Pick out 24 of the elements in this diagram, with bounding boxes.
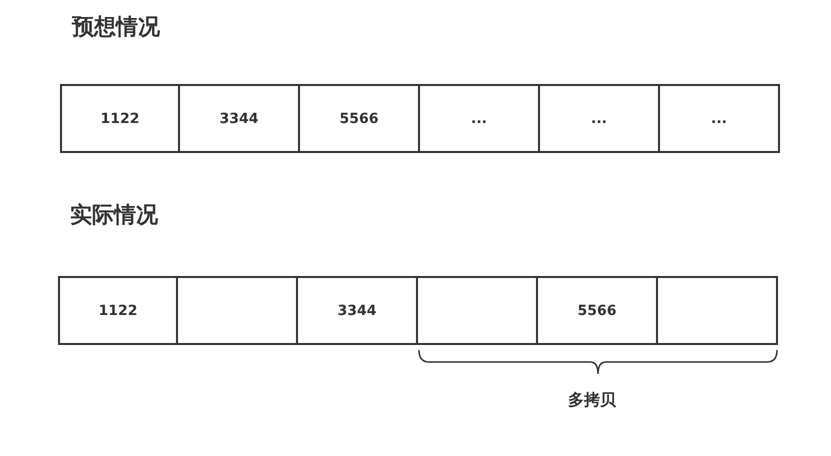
- cell-value: 1122: [100, 110, 140, 126]
- cell-value: 5566: [578, 302, 616, 318]
- cell-value: ...: [591, 110, 607, 126]
- section-heading: 实际情况: [70, 202, 158, 230]
- cell-value: 3344: [338, 302, 376, 318]
- memory-cell: [58, 276, 178, 345]
- bracket-label: 多拷贝: [568, 390, 616, 411]
- cell-value: 5566: [340, 110, 378, 126]
- memory-cell: [418, 84, 540, 153]
- memory-cell: [296, 276, 418, 345]
- memory-cell: [656, 276, 778, 345]
- cell-value: 1122: [98, 302, 138, 318]
- memory-cell: [536, 276, 658, 345]
- cell-value: ...: [471, 110, 487, 126]
- memory-cell: [178, 84, 300, 153]
- memory-cell: [176, 276, 298, 345]
- cell-value: ...: [711, 110, 727, 126]
- memory-cell: [658, 84, 780, 153]
- memory-cell: [298, 84, 420, 153]
- cell-value: 3344: [220, 110, 258, 126]
- section-heading: 预想情况: [72, 14, 160, 42]
- memory-cell: [60, 84, 180, 153]
- memory-cell: [538, 84, 660, 153]
- memory-cell: [416, 276, 538, 345]
